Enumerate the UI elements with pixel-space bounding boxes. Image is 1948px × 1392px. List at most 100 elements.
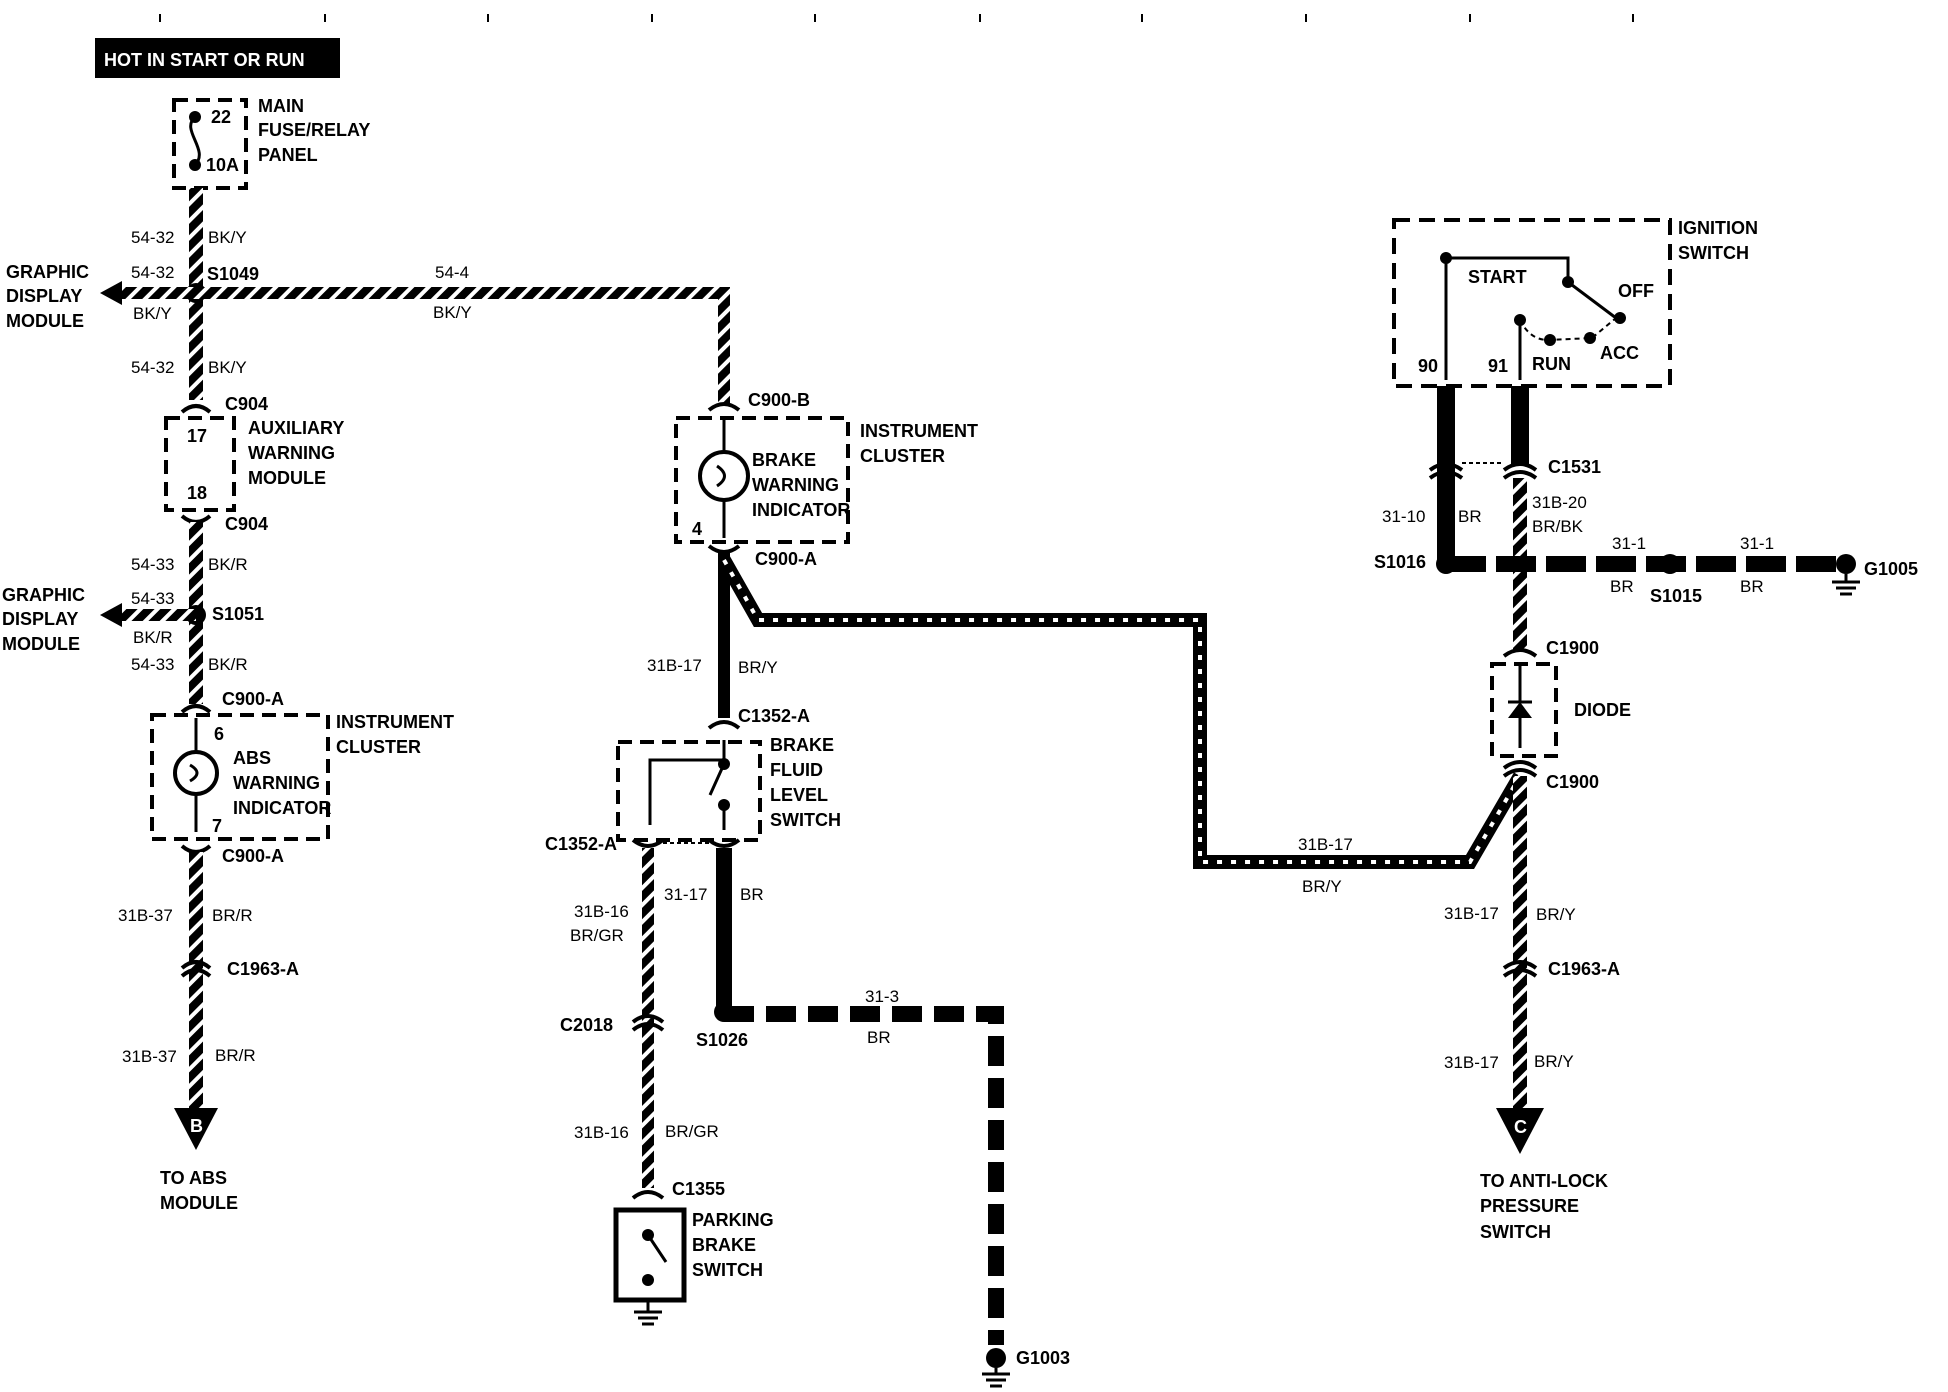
ignition-start-wire bbox=[1444, 256, 1570, 380]
c1900-bottom-connector bbox=[1502, 760, 1538, 770]
fluid-switch-internal bbox=[648, 740, 726, 825]
ignition-off-contact bbox=[1614, 312, 1626, 324]
ground-g1003-splice bbox=[986, 1348, 1006, 1368]
w311a-circuit: 31-1 bbox=[1612, 534, 1646, 553]
w16b-color: BR/GR bbox=[665, 1122, 719, 1141]
brake-cluster-2: CLUSTER bbox=[860, 446, 945, 466]
c1963a-left: C1963-A bbox=[227, 959, 299, 979]
gdm-bottom-1: GRAPHIC bbox=[2, 585, 85, 605]
top-tick-marks bbox=[159, 14, 1634, 22]
parking-switch-3: SWITCH bbox=[692, 1260, 763, 1280]
gdm-top-2: DISPLAY bbox=[6, 286, 82, 306]
fluid-switch-blade bbox=[708, 763, 726, 796]
w313-color: BR bbox=[867, 1028, 891, 1047]
w544-circuit: 54-4 bbox=[435, 263, 469, 282]
ignition-2: SWITCH bbox=[1678, 243, 1749, 263]
pin-18: 18 bbox=[187, 483, 207, 503]
c1900-bottom-connector-2 bbox=[1502, 768, 1538, 778]
parking-contact-bottom bbox=[642, 1274, 654, 1286]
c1963a-left-connector-1 bbox=[180, 960, 212, 970]
to-antilock-1: TO ANTI-LOCK bbox=[1480, 1171, 1608, 1191]
w4-color: BK/R bbox=[208, 655, 248, 674]
arrow-to-gdm-top bbox=[100, 281, 122, 305]
wire-to-gdm-top bbox=[120, 287, 196, 299]
aux-module-3: MODULE bbox=[248, 468, 326, 488]
brake-cluster-1: INSTRUMENT bbox=[860, 421, 978, 441]
long-circuit: 31B-17 bbox=[1298, 835, 1353, 854]
c1900-top-label: C1900 bbox=[1546, 638, 1599, 658]
abs-lamp-filament bbox=[189, 763, 199, 783]
ignition-blade bbox=[1567, 280, 1617, 320]
abs-indicator-3: INDICATOR bbox=[233, 798, 331, 818]
parking-switch-box bbox=[613, 1207, 687, 1303]
w311b-circuit: 31-1 bbox=[1740, 534, 1774, 553]
fluid-switch-1: BRAKE bbox=[770, 735, 834, 755]
hot-label-box bbox=[95, 38, 340, 78]
ignition-acc-contact-2 bbox=[1584, 332, 1596, 344]
fuse-rating: 10A bbox=[206, 155, 239, 175]
w4-circuit: 54-33 bbox=[131, 655, 174, 674]
wire-31-3 bbox=[724, 1006, 1004, 1345]
to-antilock-3: SWITCH bbox=[1480, 1222, 1551, 1242]
wire-54-4-vertical bbox=[718, 287, 730, 405]
pin-90: 90 bbox=[1418, 356, 1438, 376]
parking-ground-icon bbox=[634, 1300, 662, 1326]
fluid-switch-4: SWITCH bbox=[770, 810, 841, 830]
fluid-switch-2: FLUID bbox=[770, 760, 823, 780]
c1352a-top-label: C1352-A bbox=[738, 706, 810, 726]
s1051-circuit: 54-33 bbox=[131, 589, 174, 608]
parking-switch-1: PARKING bbox=[692, 1210, 774, 1230]
c1900-top-connector bbox=[1502, 648, 1538, 658]
c1531-right-connector bbox=[1502, 462, 1538, 472]
ignition-acc: ACC bbox=[1600, 343, 1639, 363]
s1015-label: S1015 bbox=[1650, 586, 1702, 606]
wire-br-y-mid bbox=[718, 552, 730, 718]
c1900-bottom-label: C1900 bbox=[1546, 772, 1599, 792]
wire-31b-17-long-stripe bbox=[722, 559, 1522, 864]
w16b-circuit: 31B-16 bbox=[574, 1123, 629, 1142]
ground-g1005-splice bbox=[1836, 554, 1856, 574]
aux-module-2: WARNING bbox=[248, 443, 335, 463]
w31b20-circuit: 31B-20 bbox=[1532, 493, 1587, 512]
fluid-switch-3: LEVEL bbox=[770, 785, 828, 805]
wire-91-top bbox=[1511, 386, 1529, 464]
gdm-bottom-3: MODULE bbox=[2, 634, 80, 654]
s1049-circuit: 54-32 bbox=[131, 263, 174, 282]
wire-to-gdm-bottom bbox=[120, 609, 196, 621]
w16-circuit: 31B-16 bbox=[574, 902, 629, 921]
c2018-connector-1 bbox=[631, 1014, 665, 1024]
abs-indicator-2: WARNING bbox=[233, 773, 320, 793]
c1531-left-connector-2 bbox=[1428, 470, 1464, 480]
w17a-color: BR/Y bbox=[1536, 905, 1576, 924]
c2018-label: C2018 bbox=[560, 1015, 613, 1035]
wire-31b-17-right bbox=[1513, 776, 1527, 1114]
s1051-label: S1051 bbox=[212, 604, 264, 624]
ground-g1003-icon bbox=[982, 1368, 1010, 1388]
brake-cluster-box bbox=[674, 416, 850, 544]
c1355-label: C1355 bbox=[672, 1179, 725, 1199]
gdm-bottom-2: DISPLAY bbox=[2, 609, 78, 629]
w-br-y-color: BR/Y bbox=[738, 658, 778, 677]
g1003-label: G1003 bbox=[1016, 1348, 1070, 1368]
diode-symbol bbox=[1508, 702, 1532, 718]
w311a-color: BR bbox=[1610, 577, 1634, 596]
w16-color: BR/GR bbox=[570, 926, 624, 945]
c1531-label: C1531 bbox=[1548, 457, 1601, 477]
ignition-acc-path bbox=[1519, 317, 1617, 342]
s1049-label: S1049 bbox=[207, 264, 259, 284]
pin-4: 4 bbox=[692, 519, 702, 539]
w1-circuit: 54-32 bbox=[131, 228, 174, 247]
w2-color: BK/Y bbox=[208, 358, 247, 377]
to-abs-2: MODULE bbox=[160, 1193, 238, 1213]
aux-module-box bbox=[164, 416, 236, 512]
diode-box bbox=[1490, 662, 1558, 758]
ignition-1: IGNITION bbox=[1678, 218, 1758, 238]
pin-7: 7 bbox=[212, 816, 222, 836]
w-br-y-circuit: 31B-17 bbox=[647, 656, 702, 675]
c1963a-right-connector-1 bbox=[1502, 960, 1538, 970]
c900a-bottom: C900-A bbox=[222, 846, 284, 866]
ground-g1005-icon bbox=[1832, 574, 1860, 596]
abs-cluster-1: INSTRUMENT bbox=[336, 712, 454, 732]
pin-6: 6 bbox=[214, 724, 224, 744]
w317-color: BR bbox=[740, 885, 764, 904]
